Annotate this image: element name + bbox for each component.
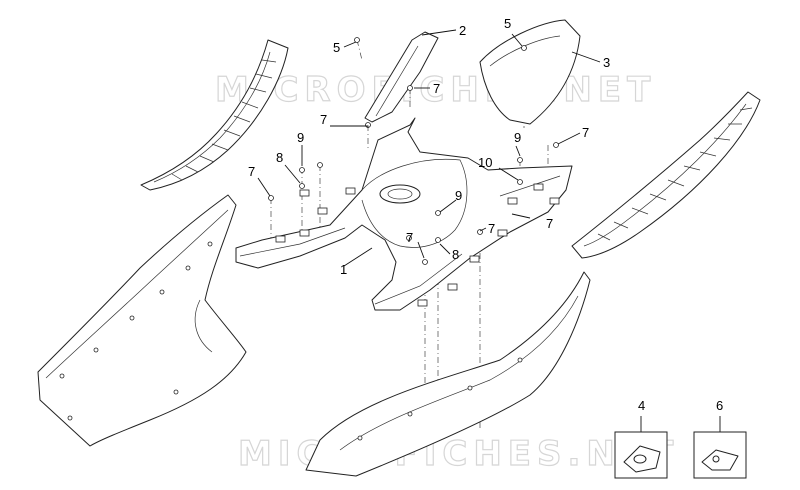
callout-2: 2 — [459, 23, 466, 38]
lower-undertray — [305, 271, 591, 477]
callout-7g: 7 — [406, 230, 413, 245]
part-6-box — [693, 416, 747, 479]
callout-9c: 9 — [455, 188, 462, 203]
left-footrest-mat — [140, 39, 289, 191]
callout-1: 1 — [340, 262, 347, 277]
fasteners — [268, 37, 559, 265]
callout-6: 6 — [716, 398, 723, 413]
leader-lines — [257, 29, 601, 267]
callout-7f: 7 — [488, 221, 495, 236]
left-side-panel — [37, 194, 247, 447]
callout-5a: 5 — [333, 40, 340, 55]
callout-8b: 8 — [452, 247, 459, 262]
main-footboard — [235, 117, 573, 311]
callout-labels: 1 2 3 4 5 5 6 7 7 7 7 7 7 7 8 8 9 9 9 10 — [248, 16, 723, 413]
part-3-cover — [479, 19, 581, 125]
part-4-box — [614, 416, 668, 479]
callout-7a: 7 — [433, 81, 440, 96]
callout-7b: 7 — [320, 112, 327, 127]
part-2-cover — [364, 31, 439, 123]
callout-7e: 7 — [546, 216, 553, 231]
callout-5b: 5 — [504, 16, 511, 31]
callout-3: 3 — [603, 55, 610, 70]
watermark-top: MICROFICHES.NET — [215, 70, 656, 110]
callout-7d: 7 — [582, 125, 589, 140]
callout-10: 10 — [478, 155, 492, 170]
watermark-bottom: MICROFICHES.NET — [238, 434, 679, 474]
callout-8a: 8 — [276, 150, 283, 165]
right-footrest-mat — [571, 91, 761, 259]
callout-7c: 7 — [248, 164, 255, 179]
callout-9a: 9 — [297, 130, 304, 145]
callout-4: 4 — [638, 398, 645, 413]
callout-9b: 9 — [514, 130, 521, 145]
